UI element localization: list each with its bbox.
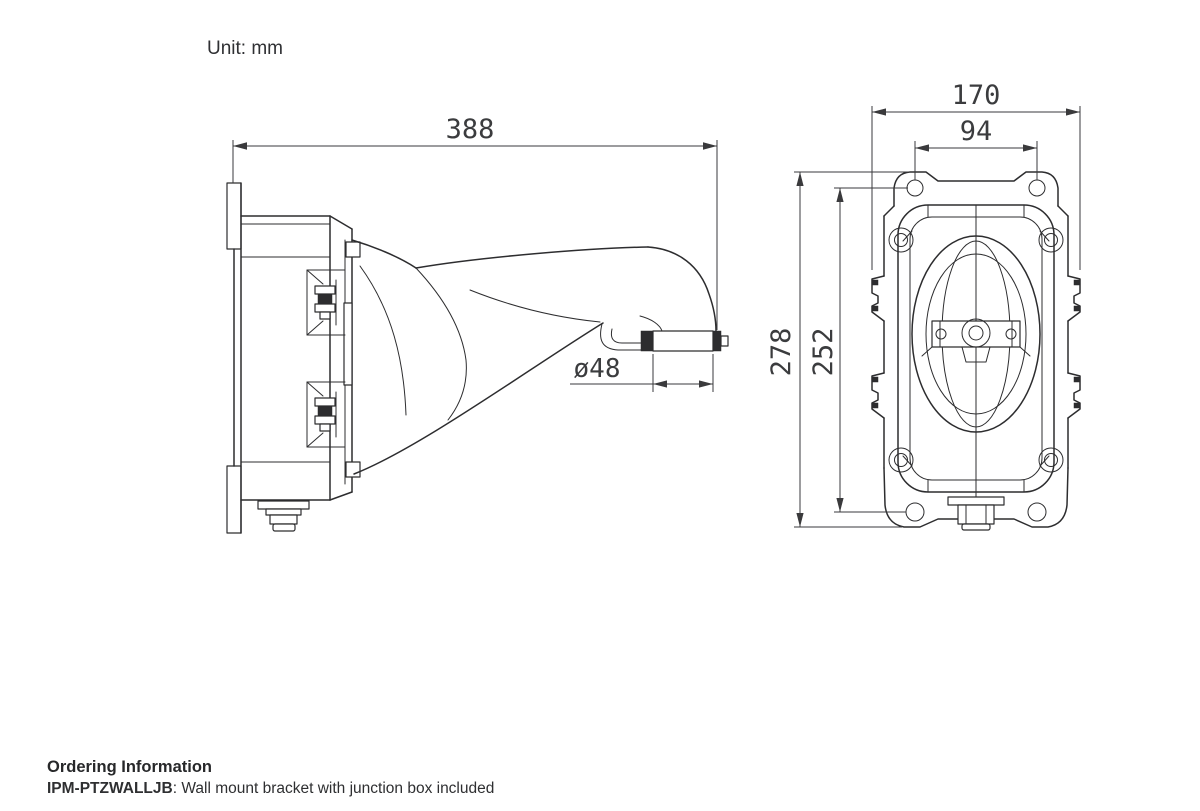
latch-tab-top (345, 241, 361, 258)
collar-set-screw (720, 335, 729, 347)
cover-screws (888, 227, 1064, 473)
cover-plate (888, 204, 1064, 498)
cable-gland-front (947, 496, 1005, 531)
dim-front-width: 170 (952, 80, 1001, 111)
mounting-hole-top-left (906, 179, 924, 197)
clamp-bolt (961, 318, 991, 348)
wall-plate (226, 182, 242, 534)
dim-side-width: 388 (446, 114, 495, 145)
bracket-bar (343, 302, 353, 386)
dim-tube-diameter: ø48 (574, 354, 621, 384)
backplate (871, 171, 1081, 528)
ordering-heading: Ordering Information (47, 758, 212, 776)
ordering-information: Ordering Information IPM-PTZWALLJB: Wall… (47, 756, 494, 800)
mounting-arm (351, 239, 717, 475)
side-view: 388 ø48 (226, 114, 729, 534)
center-clamp (921, 318, 1031, 363)
model-number: IPM-PTZWALLJB (47, 780, 173, 798)
dimension-278: 278 (766, 171, 910, 528)
dimension-diameter-48: ø48 (570, 354, 714, 392)
camera-mount-collar (640, 330, 729, 352)
dim-hole-spacing-horizontal: 94 (960, 116, 993, 147)
dimension-388: 388 (232, 114, 718, 330)
clamp-assembly-lower (306, 381, 346, 448)
unit-label: Unit: mm (207, 38, 283, 59)
dimension-94: 94 (914, 116, 1038, 180)
mounting-hole-bottom-right (1027, 502, 1047, 522)
latch-tab-bottom (345, 461, 361, 478)
front-view: 170 94 278 (766, 80, 1081, 531)
dimension-252: 252 (808, 187, 908, 513)
dim-hole-spacing-vertical: 252 (808, 328, 839, 377)
model-description: : Wall mount bracket with junction box i… (172, 780, 495, 798)
dimension-170: 170 (871, 80, 1081, 270)
junction-box-side (240, 215, 361, 501)
cable-gland-side (257, 500, 310, 532)
ordering-line: IPM-PTZWALLJB: Wall mount bracket with j… (47, 778, 494, 800)
dim-front-height: 278 (766, 328, 797, 377)
mounting-hole-top-right (1028, 179, 1046, 197)
cable-hook (600, 323, 642, 351)
mounting-hole-bottom-left (905, 502, 925, 522)
clamp-assembly-upper (306, 269, 346, 336)
